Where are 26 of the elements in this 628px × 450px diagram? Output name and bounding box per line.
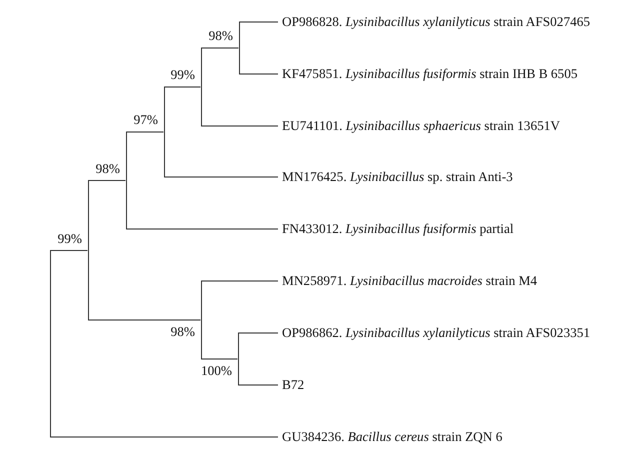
branch-line bbox=[50, 250, 88, 251]
taxon-label: GU384236. Bacillus cereus strain ZQN 6 bbox=[278, 429, 502, 445]
bootstrap-value: 98% bbox=[170, 324, 195, 340]
bootstrap-value: 100% bbox=[200, 363, 232, 379]
bootstrap-value: 98% bbox=[208, 28, 233, 44]
branch-line bbox=[200, 358, 238, 360]
branch-line bbox=[88, 180, 126, 181]
taxon-label: B72 bbox=[278, 377, 304, 393]
taxon-label: EU741101. Lysinibacillus sphaericus strain 13651V bbox=[278, 118, 560, 134]
taxon-label: MN258971. Lysinibacillus macroides strain M4 bbox=[278, 273, 538, 289]
branch-line bbox=[50, 436, 278, 438]
taxon-label: OP986862. Lysinibacillus xylanilyticus strain AFS023351 bbox=[278, 325, 590, 341]
branch-line bbox=[164, 176, 278, 178]
taxon-label: KF475851. Lysinibacillus fusiformis strain IHB B 6505 bbox=[278, 66, 578, 82]
taxon-label: MN176425. Lysinibacillus sp. strain Anti-3 bbox=[278, 169, 513, 185]
branch-line bbox=[238, 332, 278, 334]
branch-line bbox=[126, 228, 278, 230]
bootstrap-value: 99% bbox=[170, 67, 195, 83]
taxon-label: FN433012. Lysinibacillus fusiformis partial bbox=[278, 221, 514, 237]
branch-line bbox=[238, 384, 278, 386]
taxon-label: OP986828. Lysinibacillus xylanilyticus strain AFS027465 bbox=[278, 14, 590, 30]
bootstrap-value: 97% bbox=[134, 112, 158, 128]
bootstrap-value: 98% bbox=[96, 160, 120, 176]
branch-line bbox=[200, 280, 278, 282]
branch-line bbox=[164, 86, 201, 88]
bootstrap-value: 99% bbox=[58, 230, 82, 246]
